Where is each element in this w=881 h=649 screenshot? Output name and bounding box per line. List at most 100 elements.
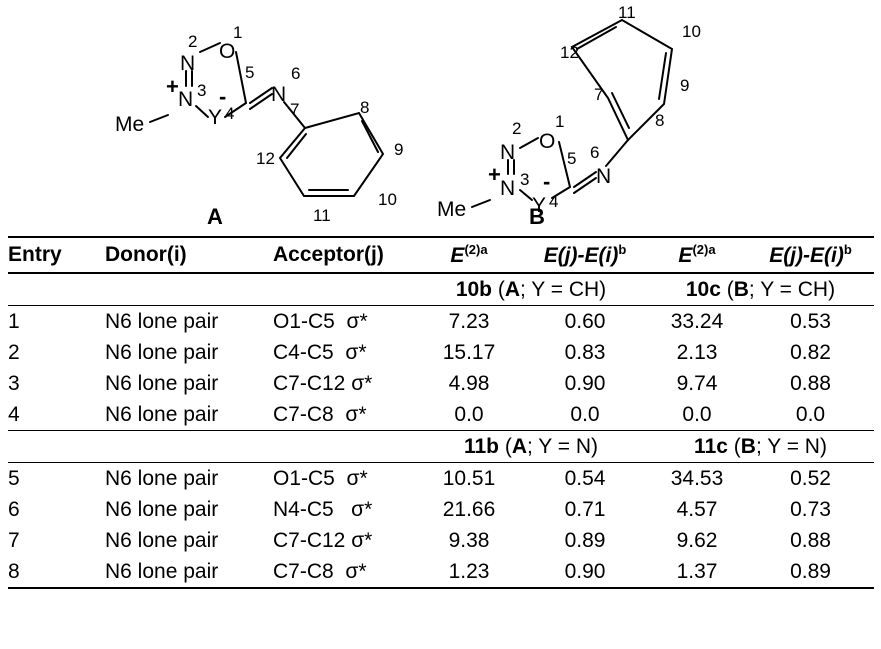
- atom-b-n2: N: [500, 141, 515, 164]
- cell-diff-left: 0.89: [564, 528, 606, 552]
- cell-entry: 5: [8, 466, 20, 490]
- cell-e2-left: 7.23: [448, 309, 490, 333]
- atom-b-me: Me: [437, 198, 466, 221]
- cell-acceptor: C7-C8 σ*: [273, 556, 415, 589]
- atom-number: 3: [520, 170, 529, 189]
- atom-number: 10: [682, 22, 701, 41]
- charge-a-minus: -: [219, 84, 226, 109]
- atom-number: 2: [188, 32, 197, 51]
- cell-diff-right: 0.0: [795, 402, 826, 426]
- atom-number: 7: [290, 100, 299, 119]
- structure-a: N O N Y N Me + - 1 2 3 4 5 6 7 8 9 10 11…: [115, 23, 403, 229]
- cell-acceptor: C7-C8 σ*: [273, 402, 367, 426]
- cell-donor: N6 lone pair: [105, 466, 219, 490]
- cell-donor: N6 lone pair: [105, 340, 219, 364]
- header-entry: Entry: [8, 243, 62, 266]
- cell-diff-right: 0.89: [747, 556, 874, 589]
- cell-diff-left: 0.90: [523, 556, 647, 589]
- cell-entry: 1: [8, 309, 20, 333]
- cell-acceptor: O1-C5 σ*: [273, 309, 368, 333]
- atom-number: 8: [360, 98, 369, 117]
- atom-b-n3: N: [500, 177, 515, 200]
- atom-number: 11: [618, 3, 636, 22]
- cell-entry: 6: [8, 497, 20, 521]
- cell-diff-left: 0.54: [564, 466, 606, 490]
- cell-e2-right: 0.0: [682, 402, 712, 426]
- cell-e2-right: 9.74: [676, 371, 718, 395]
- cell-entry: 2: [8, 340, 20, 364]
- header-e2-left: E(2)a: [450, 242, 488, 267]
- cell-e2-right: 2.13: [676, 340, 718, 364]
- cell-diff-right: 0.52: [790, 466, 831, 490]
- charge-b-minus: -: [543, 169, 550, 194]
- nbo-analysis-table: Entry Donor(i) Acceptor(j) E(2)a E(j)-E(…: [8, 236, 874, 589]
- header-diff-right: E(j)-E(i)b: [769, 242, 852, 267]
- compound-label-right: 11c (B; Y = N): [647, 430, 874, 463]
- atom-a-n2: N: [180, 52, 195, 75]
- atom-number: 5: [245, 63, 254, 82]
- cell-e2-left: 4.98: [448, 371, 490, 395]
- atom-number: 8: [655, 111, 664, 130]
- cell-acceptor: N4-C5 σ*: [273, 497, 373, 521]
- cell-diff-right: 0.82: [790, 340, 831, 364]
- cell-acceptor: C7-C12 σ*: [273, 528, 373, 552]
- cell-donor: N6 lone pair: [105, 497, 219, 521]
- cell-e2-left: 0.0: [454, 402, 484, 426]
- header-e2-right: E(2)a: [678, 242, 716, 267]
- cell-diff-right: 0.53: [790, 309, 831, 333]
- cell-donor: N6 lone pair: [105, 309, 219, 333]
- cell-e2-right: 1.37: [647, 556, 747, 589]
- cell-diff-right: 0.88: [790, 528, 831, 552]
- atom-a-y: Y: [208, 106, 222, 129]
- cell-e2-right: 33.24: [670, 309, 724, 333]
- cell-diff-left: 0.0: [570, 402, 600, 426]
- table-row: 4 N6 lone pair C7-C8 σ* 0.0 0.0 0.0 0.0: [8, 399, 874, 431]
- atom-a-n3: N: [178, 88, 193, 111]
- table-row: 1 N6 lone pair O1-C5 σ* 7.23 0.60 33.24 0.53: [8, 306, 874, 338]
- cell-diff-left: 0.60: [564, 309, 606, 333]
- atom-number: 4: [225, 104, 234, 123]
- cell-donor: N6 lone pair: [105, 371, 219, 395]
- cell-entry: 4: [8, 402, 20, 426]
- atom-number: 12: [256, 149, 275, 168]
- atom-number: 9: [394, 140, 403, 159]
- atom-number: 6: [590, 143, 599, 162]
- cell-diff-left: 0.71: [564, 497, 606, 521]
- atom-b-n6: N: [596, 165, 611, 188]
- atom-number: 4: [549, 192, 558, 211]
- header-diff-left: E(j)-E(i)b: [543, 242, 627, 267]
- table-body: 10b (A; Y = CH)10c (B; Y = CH) 1 N6 lone p…: [8, 273, 874, 589]
- cell-e2-left: 15.17: [442, 340, 496, 364]
- atom-number: 12: [560, 43, 579, 62]
- structure-label-a: A: [207, 204, 223, 229]
- table-row: 6 N6 lone pair N4-C5 σ* 21.66 0.71 4.57 0.73: [8, 494, 874, 525]
- chemical-structures: N O N Y N Me + - 1 2 3 4 5 6 7 8 9 10 11…: [115, 3, 701, 229]
- cell-donor: N6 lone pair: [105, 402, 219, 426]
- cell-entry: 8: [8, 556, 105, 589]
- compound-label-left: 11b (A; Y = N): [415, 430, 647, 463]
- cell-e2-left: 21.66: [442, 497, 496, 521]
- cell-diff-right: 0.73: [790, 497, 831, 521]
- atom-a-o1: O: [219, 40, 235, 63]
- atom-number: 5: [567, 149, 576, 168]
- compound-label-left: 10b (A; Y = CH): [415, 273, 647, 306]
- compound-group-header: 10b (A; Y = CH)10c (B; Y = CH): [8, 273, 874, 306]
- cell-acceptor: C7-C12 σ*: [273, 371, 373, 395]
- cell-diff-left: 0.83: [564, 340, 606, 364]
- cell-e2-right: 9.62: [676, 528, 718, 552]
- atom-number: 10: [378, 190, 397, 209]
- structure-label-b: B: [529, 204, 545, 229]
- cell-entry: 3: [8, 371, 20, 395]
- cell-donor: N6 lone pair: [105, 556, 273, 589]
- cell-e2-right: 4.57: [676, 497, 718, 521]
- compound-label-right: 10c (B; Y = CH): [647, 273, 874, 306]
- atom-number: 7: [594, 85, 603, 104]
- structure-b: N O N Y N Me + - 1 2 3 4 5 6 7 8 9 10 11…: [437, 3, 701, 229]
- cell-diff-left: 0.90: [564, 371, 606, 395]
- header-donor: Donor(i): [105, 243, 187, 266]
